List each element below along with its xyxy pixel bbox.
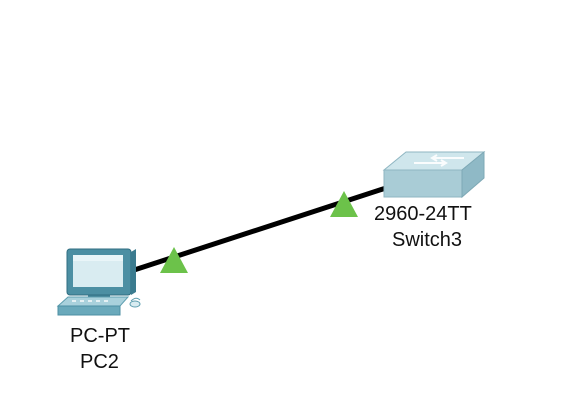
pc-model-label: PC-PT [70, 325, 130, 347]
link-status-pc-end-icon [160, 247, 188, 273]
switch-name-label: Switch3 [392, 229, 463, 251]
pc-name-label: PC2 [80, 351, 119, 373]
switch-model-label: 2960-24TT [374, 203, 472, 225]
link-status-switch-end-icon [330, 191, 358, 217]
pc-icon[interactable] [56, 248, 141, 316]
switch-icon[interactable] [382, 150, 486, 199]
